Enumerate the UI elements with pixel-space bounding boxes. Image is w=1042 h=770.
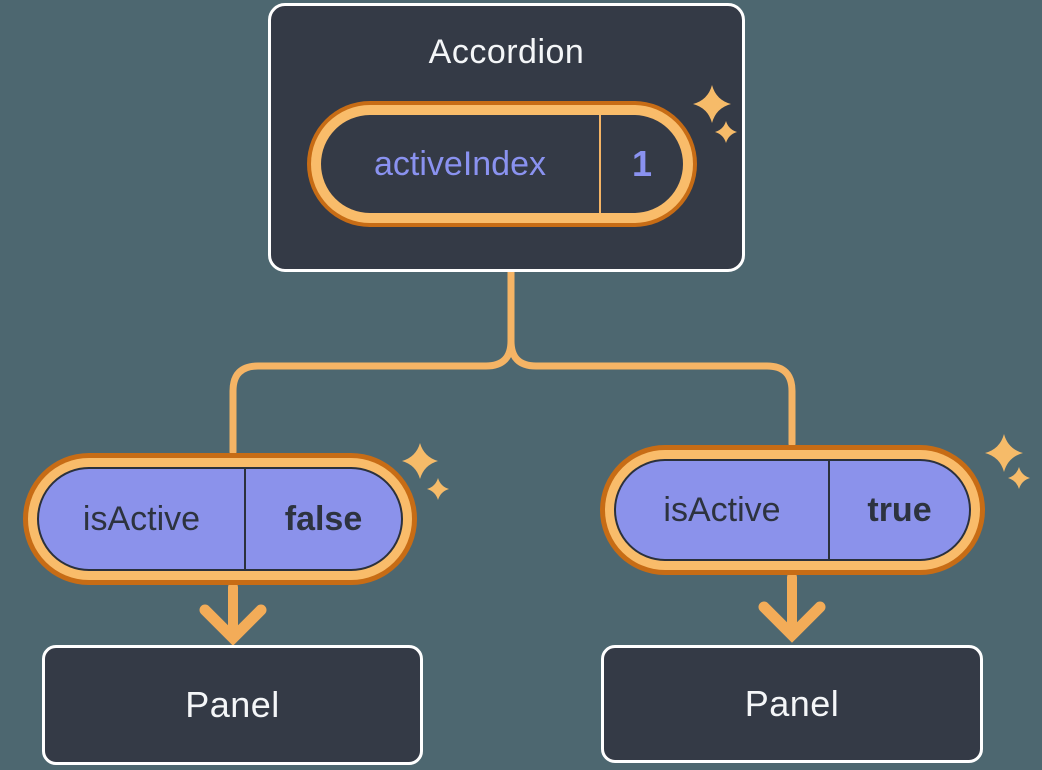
state-value: 1 xyxy=(631,143,653,184)
prop-pill-right-ring: isActive true xyxy=(605,450,980,570)
state-pill: activeIndex 1 xyxy=(307,101,697,227)
connector-branch-left xyxy=(229,337,515,456)
arrow-down-left-head xyxy=(199,604,267,646)
sparkle-icon xyxy=(402,443,438,479)
state-name: activeIndex xyxy=(374,144,546,183)
panel-label: Panel xyxy=(185,684,280,725)
arrow-down-right-head xyxy=(758,601,826,643)
sparkle-icon xyxy=(1008,467,1030,489)
prop-pill-right: isActive true xyxy=(600,445,985,575)
prop-pill-left: isActive false xyxy=(23,453,417,585)
sparkle-icon xyxy=(427,478,449,500)
pill-divider xyxy=(828,461,830,559)
prop-name: isActive xyxy=(82,499,201,538)
panel-label: Panel xyxy=(744,683,840,724)
prop-value: false xyxy=(284,499,363,538)
accordion-node: Accordion activeIndex 1 xyxy=(268,3,745,272)
connector-branch-right xyxy=(507,337,796,448)
prop-value: true xyxy=(867,490,932,529)
prop-name: isActive xyxy=(663,490,781,529)
sparkle-icon xyxy=(985,434,1023,472)
prop-pill-left-ring: isActive false xyxy=(28,458,412,580)
pill-divider xyxy=(244,469,246,569)
panel-node-right: Panel xyxy=(601,645,983,763)
accordion-title: Accordion xyxy=(428,33,585,71)
panel-node-left: Panel xyxy=(42,645,423,765)
state-pill-ring: activeIndex 1 xyxy=(311,105,693,223)
pill-divider xyxy=(599,115,601,213)
